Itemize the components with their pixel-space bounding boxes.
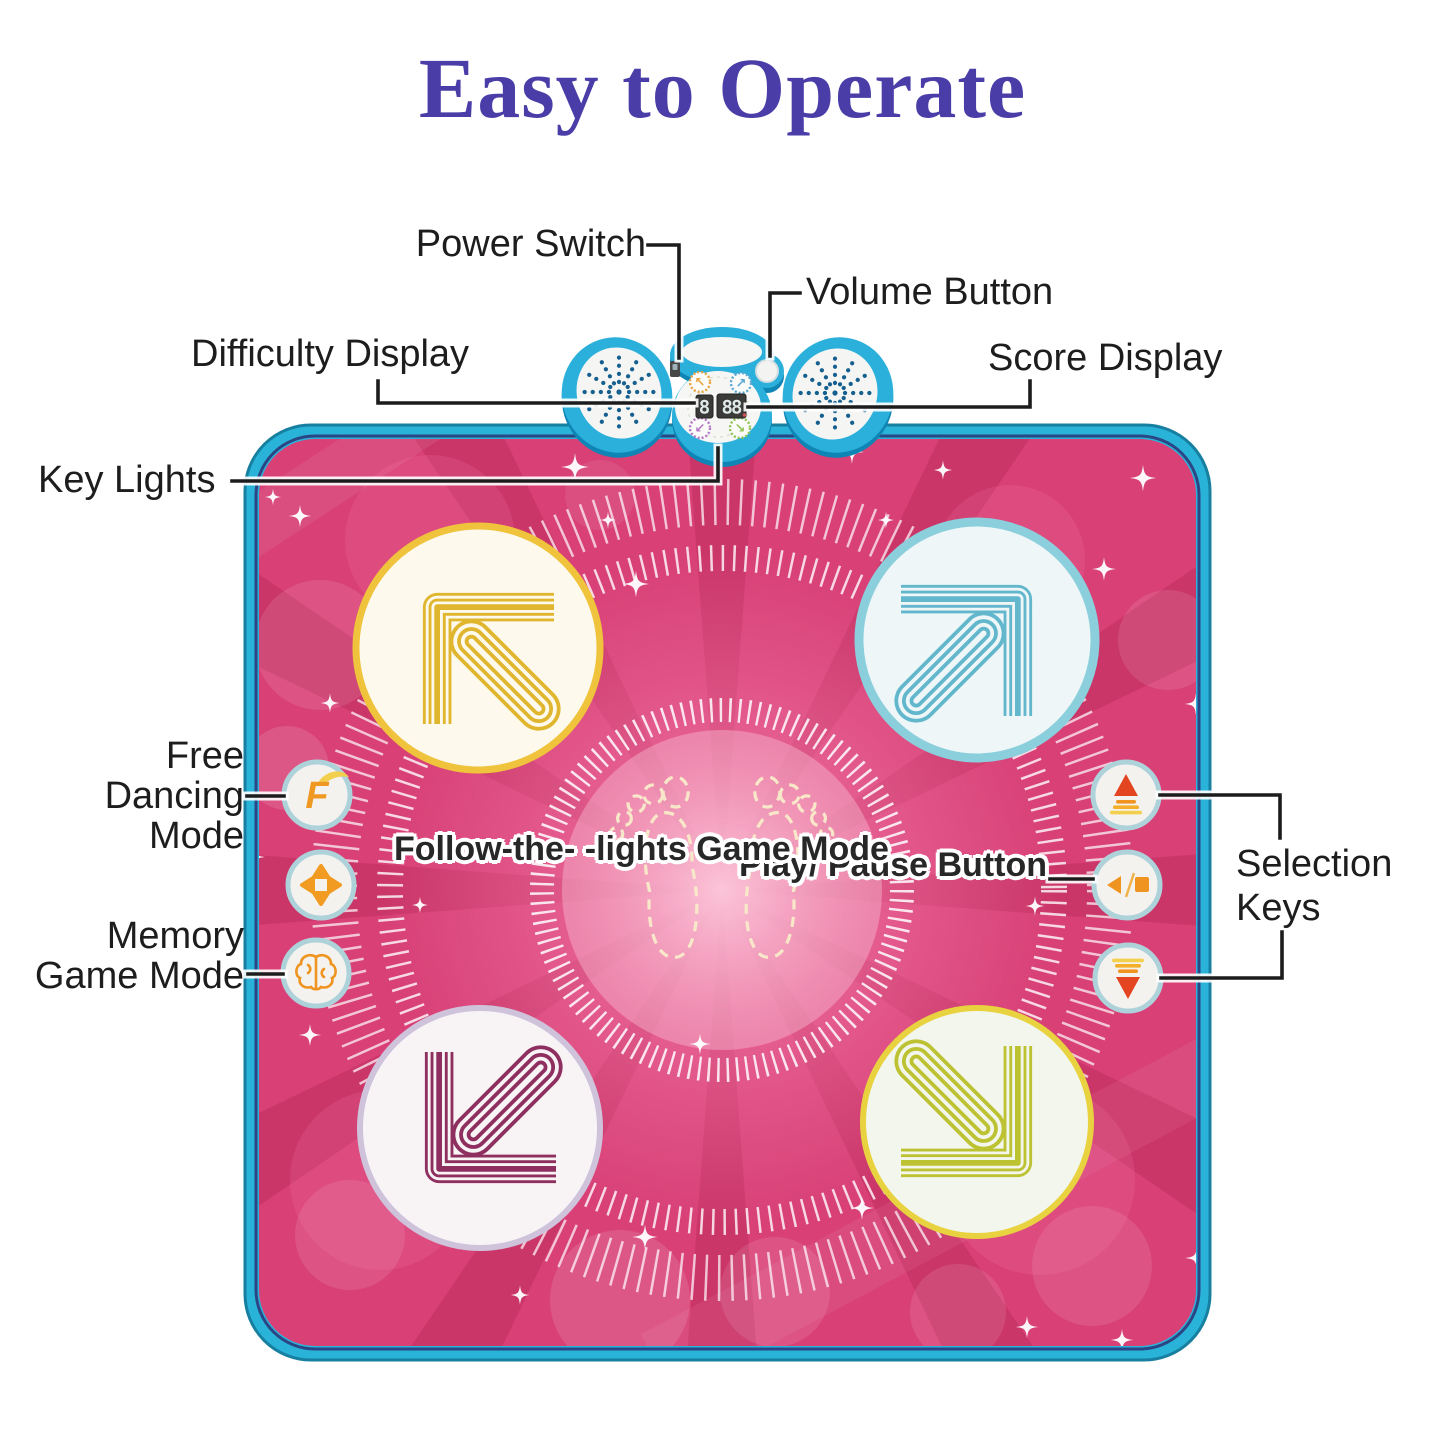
memory-game-mode-button (280, 937, 352, 1009)
control-panel: ↖ ↗ ↙ ↘ 8 88 (675, 370, 761, 443)
svg-text:F: F (305, 775, 330, 817)
callout-line-text: Play/ Pause (739, 846, 929, 884)
callout-difficulty-display: Difficulty Display (191, 333, 470, 375)
callout-line-text: Memory (106, 915, 244, 957)
free-dancing-mode-button: F (281, 759, 353, 831)
callout-line-text: Dancing (104, 775, 244, 817)
callout-line-difficulty-display (376, 379, 696, 405)
control-unit: ↖ ↗ ↙ ↘ 8 88 (561, 327, 894, 467)
callout-line-text: Selection (1236, 843, 1393, 885)
dance-mat: F (243, 423, 1212, 1362)
brain-icon (295, 953, 337, 991)
callout-line-score-display (746, 379, 1032, 409)
arrow-pad-up-left (352, 522, 604, 774)
speaker-right (792, 348, 878, 440)
key-light-down-right-icon: ↘ (735, 422, 746, 437)
volume-button (755, 359, 779, 383)
selection-down-button (1092, 942, 1164, 1014)
key-light-down-left-icon: ↙ (695, 422, 706, 437)
callout-volume-button: Volume Button (806, 271, 1054, 313)
callout-follow-the-lights-mode: Follow-the- -lights Game Mode (394, 830, 889, 868)
callout-line-text: Follow-the- (394, 830, 576, 868)
key-light-up-left-icon: ↖ (695, 376, 706, 391)
key-light-up-right-icon: ↗ (736, 377, 747, 392)
power-switch (670, 361, 680, 377)
callout-line-text: Mode (148, 815, 244, 857)
callout-line-text: Game Mode (696, 830, 889, 868)
callout-power-switch: Power Switch (415, 223, 646, 265)
difficulty-display-value: 8 (699, 397, 710, 419)
callout-lines (227, 240, 1287, 983)
callout-line-text: Keys (1236, 887, 1321, 929)
callout-line-selection-top (1158, 793, 1282, 840)
arrow-pad-up-right (854, 517, 1100, 763)
speaker-left (576, 347, 662, 439)
play-pause-button (1091, 849, 1163, 921)
direction-pad-button (285, 849, 357, 921)
arrow-pad-down-right (860, 1005, 1094, 1239)
play-pause-icon (1107, 872, 1149, 898)
callout-line-volume-button (768, 291, 802, 358)
callout-line-selection-bottom (1159, 930, 1284, 980)
callout-line-text: Button (937, 846, 1047, 884)
page-title: Easy to Operate (418, 40, 1027, 136)
selection-up-button (1090, 759, 1162, 831)
callout-line-text: -lights (584, 830, 687, 868)
callout-key-lights: Key Lights (38, 459, 216, 501)
callout-score-display: Score Display (988, 337, 1223, 379)
callout-line-power-switch (646, 243, 681, 360)
score-display-value: 88 (722, 397, 742, 419)
callout-line-key-lights (230, 446, 720, 483)
callout-line-text: Free (165, 735, 244, 777)
callout-free-dancing-mode: Free Dancing Mode (105, 736, 244, 856)
dpad-icon (300, 864, 342, 906)
key-lights: ↖ ↗ ↙ ↘ (688, 370, 753, 440)
callout-play-pause-button: Play/ Pause Button (739, 845, 1047, 885)
arrow-pad-down-left (357, 1005, 603, 1251)
f-logo-icon: F (305, 771, 349, 817)
callout-selection-keys: Selection Keys (1236, 842, 1392, 930)
callout-memory-game-mode: Memory Game Mode (35, 916, 244, 996)
callout-line-text: Game Mode (34, 955, 244, 997)
